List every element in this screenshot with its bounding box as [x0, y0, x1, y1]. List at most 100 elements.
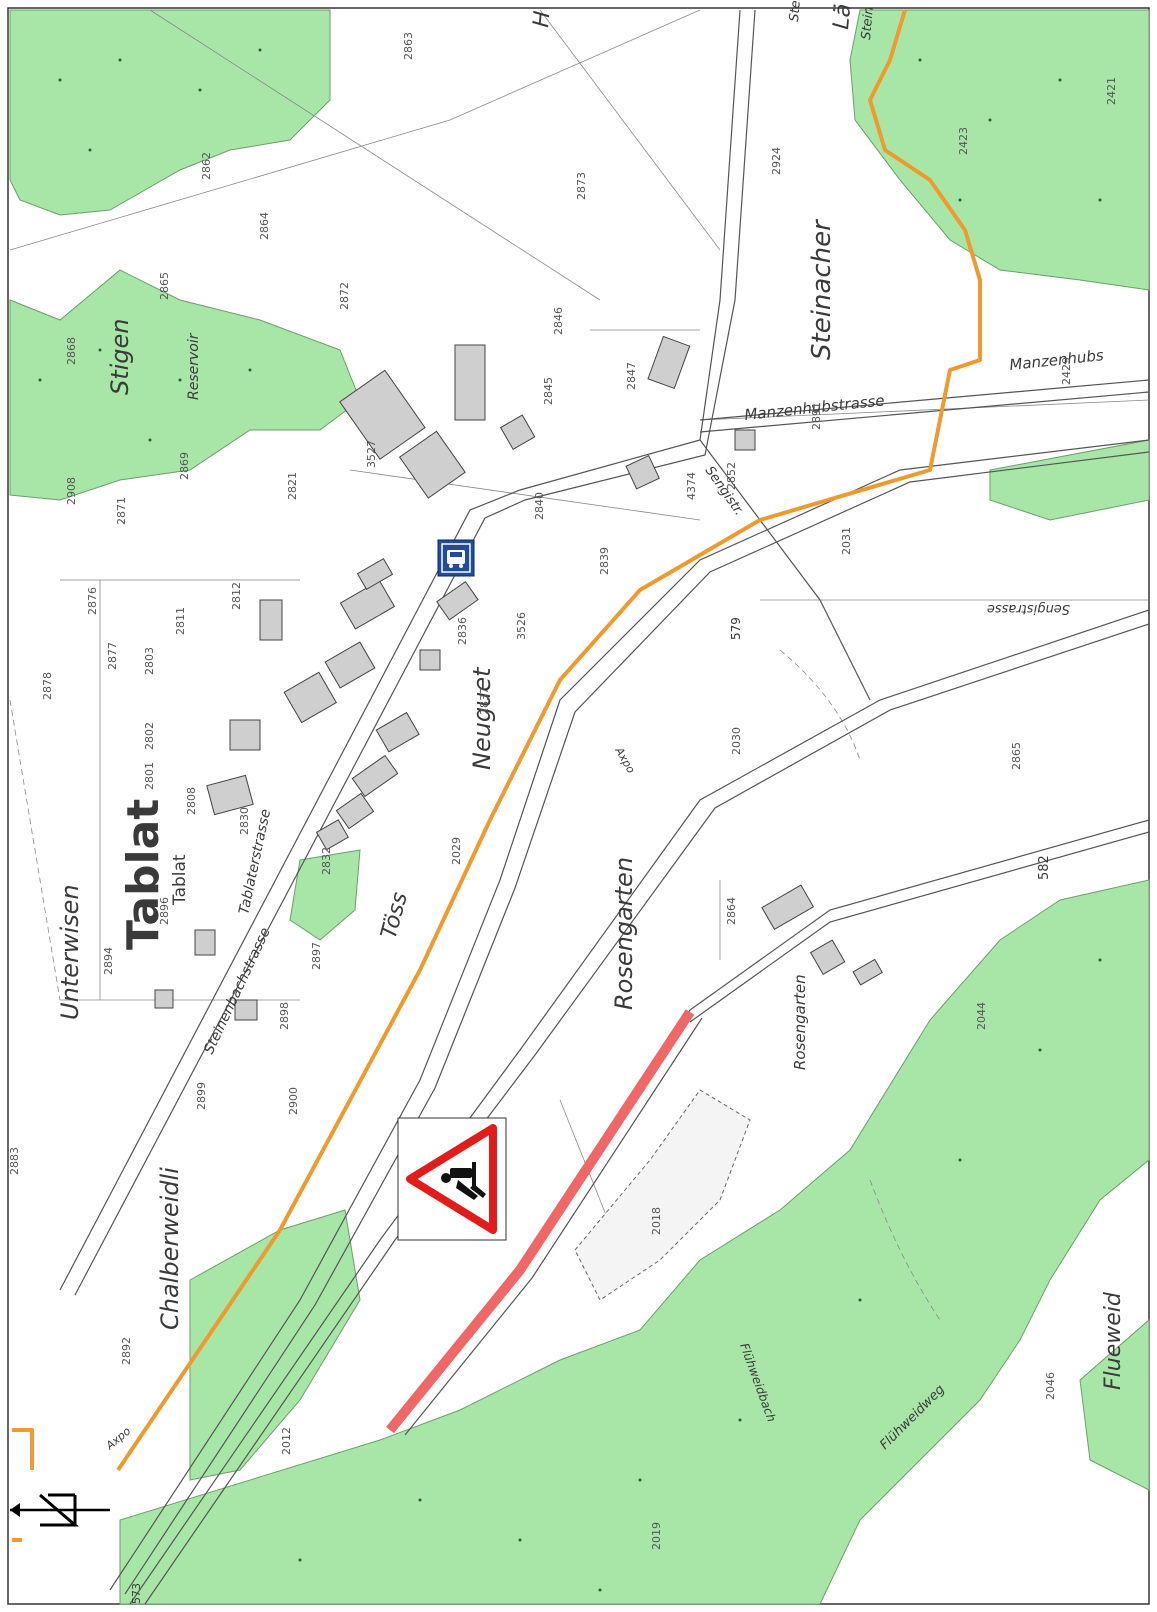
- forest-stigen: [9, 269, 361, 501]
- parcel-number: 2924: [770, 147, 783, 175]
- parcel-number: 2044: [975, 1002, 988, 1030]
- label-stigen: Stigen: [106, 318, 134, 395]
- parcel-number: 2423: [957, 127, 970, 155]
- parcel-number: 2894: [102, 947, 115, 975]
- forest-areas: [9, 9, 1150, 1605]
- forest-small-toss: [289, 849, 361, 941]
- label-stein-top-2: Stein: [859, 6, 877, 40]
- parcel-number: 2830: [238, 807, 251, 835]
- parcel-number: 2892: [120, 1337, 133, 1365]
- parcel-number: 2878: [41, 672, 54, 700]
- road-rosengarten-a: [689, 819, 1150, 1011]
- parcel-number: 2883: [8, 1147, 21, 1175]
- buildings: [154, 335, 883, 1021]
- parcel-number: 2908: [65, 477, 78, 505]
- spot-heights: 579 582 573: [130, 617, 1052, 1604]
- parcel-number: 2812: [230, 582, 243, 610]
- label-unterwisen: Unterwisen: [56, 884, 84, 1020]
- road-manzenhub-a: [699, 379, 1150, 421]
- parcel-number: 2864: [725, 897, 738, 925]
- parcel-number: 2873: [575, 172, 588, 200]
- parcel-number: 2837: [478, 687, 491, 715]
- parcel-number: 2896: [158, 897, 171, 925]
- construction-sign-icon: [397, 1117, 507, 1241]
- parcel-number: 2846: [552, 307, 565, 335]
- parcel-number: 2852: [725, 462, 738, 490]
- forest-bottom-right: [1079, 1318, 1150, 1491]
- parcel-number: 2019: [650, 1522, 663, 1550]
- parcel-number: 2046: [1044, 1372, 1057, 1400]
- parcel-number: 2869: [178, 452, 191, 480]
- roads: [59, 9, 1150, 1605]
- parcel-number: 2863: [402, 32, 415, 60]
- road-rail-a: [129, 609, 1150, 1605]
- parcel-number: 2808: [185, 787, 198, 815]
- parcel-number: 2421: [1105, 77, 1118, 105]
- label-steinacher: Steinacher: [807, 218, 837, 360]
- parcel-number: 2029: [450, 837, 463, 865]
- parcel-lines: [9, 9, 1150, 1321]
- parcel-number: 4374: [685, 472, 698, 500]
- parcel-numbers: 2863286228642873287228652868290828692871…: [8, 32, 1118, 1550]
- parcel-number: 2803: [143, 647, 156, 675]
- parcel-number: 2811: [174, 607, 187, 635]
- forest-top-left: [9, 9, 331, 216]
- parcel-number: 2876: [86, 587, 99, 615]
- road-main-b: [124, 451, 1150, 1595]
- label-rosengarten-small: Rosengarten: [791, 974, 809, 1070]
- label-tablat-big: Tablat: [118, 799, 169, 950]
- spot-height-573: 573: [130, 1583, 143, 1604]
- parcel-number: 2891: [810, 402, 823, 430]
- road-manzenhub-b: [699, 391, 1150, 433]
- parcel-number: 2845: [542, 377, 555, 405]
- road-tablaterstrasse-b: [74, 9, 756, 1296]
- parcel-number: 2836: [456, 617, 469, 645]
- road-main-a: [109, 439, 1150, 1591]
- parcel-number: 2832: [320, 847, 333, 875]
- parcel-number: 2012: [280, 1427, 293, 1455]
- parcel-number: 2839: [598, 547, 611, 575]
- forest-right-middle: [989, 439, 1150, 521]
- north-arrow-icon: [10, 1493, 110, 1527]
- parcel-number: 2801: [143, 762, 156, 790]
- bus-stop-icon[interactable]: [437, 539, 475, 577]
- parcel-number: 2865: [1010, 742, 1023, 770]
- parcel-number: 2031: [840, 527, 853, 555]
- label-tablat-small: Tablat: [170, 854, 190, 906]
- road-rail-b: [144, 623, 1150, 1605]
- label-stein-top-1: Stein: [787, 0, 805, 22]
- hatched-area: [574, 1089, 751, 1301]
- orange-detour-route: [12, 9, 982, 1542]
- label-neuguet: Neuguet: [468, 666, 496, 770]
- spot-height-579: 579: [729, 617, 743, 640]
- parcel-number: 2868: [65, 337, 78, 365]
- parcel-number: 3527: [365, 440, 378, 468]
- parcel-number: 2900: [287, 1087, 300, 1115]
- parcel-number: 2018: [650, 1207, 663, 1235]
- label-rosengarten-big: Rosengarten: [610, 857, 638, 1010]
- parcel-number: 2865: [158, 272, 171, 300]
- label-h-top: H: [529, 10, 555, 29]
- forest-top-right: [849, 9, 1150, 291]
- label-sengistrasse: Sengistrasse: [987, 601, 1070, 616]
- parcel-number: 2030: [730, 727, 743, 755]
- label-flueweid: Flueweid: [1101, 1291, 1126, 1390]
- label-chalberweidli: Chalberweidli: [156, 1167, 184, 1330]
- forest-bottom-main: [119, 879, 1150, 1605]
- label-la-top: Lä: [829, 3, 856, 31]
- forest-bottom-left: [189, 1209, 361, 1481]
- parcel-number: 2821: [286, 472, 299, 500]
- road-lower-b: [404, 1017, 703, 1436]
- parcel-number: 2899: [195, 1082, 208, 1110]
- spot-height-582: 582: [1037, 855, 1052, 880]
- road-tablaterstrasse-a: [59, 9, 741, 1291]
- parcel-number: 2840: [533, 492, 546, 520]
- parcel-number: 2862: [200, 152, 213, 180]
- parcel-number: 2898: [278, 1002, 291, 1030]
- parcel-number: 2897: [310, 942, 323, 970]
- parcel-number: 2877: [106, 642, 119, 670]
- road-rosengarten-b: [689, 831, 1150, 1023]
- place-labels: Tablat Tablat Unterwisen Chalberweidli N…: [56, 218, 1126, 1453]
- road-sengi: [699, 439, 871, 701]
